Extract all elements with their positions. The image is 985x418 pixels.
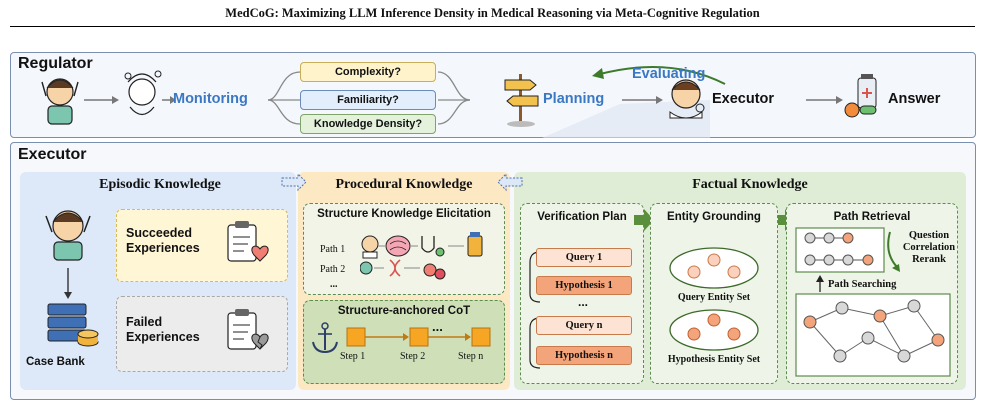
structure-cot-title: Structure-anchored CoT [337,305,471,317]
monitoring-label: Monitoring [173,91,248,107]
path-retrieval-graph [795,227,951,377]
planning-label: Planning [543,91,605,107]
stethoscope-icon [421,236,445,257]
verification-ellipsis: ... [578,295,589,309]
failed-experiences-label: Failed Experiences [126,315,200,344]
cot-ellipsis: ... [432,319,443,334]
anchor-icon [312,322,338,354]
clipboard-broken-heart-icon [227,309,269,350]
query-1-box: Query 1 [536,248,632,267]
episodic-title: Episodic Knowledge [99,177,221,192]
rerank-label: Question Correlation Rerank [902,230,956,265]
path-searching-label: Path Searching [828,279,897,290]
regulator-title: Regulator [18,55,93,72]
doctor-icon [361,235,379,259]
step-1-label: Step 1 [340,351,366,362]
path-retrieval-title: Path Retrieval [833,211,911,223]
exchange-arrow-icon [497,172,523,192]
step-2-label: Step 2 [400,351,426,362]
paper-title: MedCoG: Maximizing LLM Inference Density… [225,6,760,20]
procedural-title: Procedural Knowledge [335,177,473,192]
familiarity-box: Familiarity? [300,90,436,110]
green-arrow-1 [634,209,654,231]
hypothesis-entity-set-label: Hypothesis Entity Set [667,354,761,365]
medicine-bottle-icon [467,232,483,257]
thinking-person-icon [124,70,162,116]
verification-brackets [529,251,541,369]
hypothesis-1-box: Hypothesis 1 [536,276,632,295]
regulator-diagram [41,65,877,138]
dna-icon [389,259,401,277]
exchange-arrows [281,172,523,192]
clipboard-heart-icon [227,221,269,262]
evaluating-label: Evaluating [632,66,706,82]
title-rule [10,26,975,27]
hypothesis-n-box: Hypothesis n [536,346,632,365]
signpost-icon [504,74,539,127]
medicine-icon [844,74,877,118]
path-1-label: Path 1 [320,244,346,255]
executor-label: Executor [712,91,775,107]
brain-icon [385,235,411,257]
succeeded-experiences-label: Succeeded Experiences [126,226,200,255]
structure-elicitation-title: Structure Knowledge Elicitation [317,208,491,220]
query-entity-set-label: Query Entity Set [677,292,751,303]
succeeded-experiences-box [116,209,288,282]
knowledge-density-box: Knowledge Density? [300,114,436,134]
exchange-arrow-icon [281,172,307,192]
path-2-label: Path 2 [320,264,346,275]
path-ellipsis: ... [330,279,338,290]
doctor-icon [669,79,705,119]
step-n-label: Step n [458,351,484,362]
factual-title: Factual Knowledge [692,177,808,192]
answer-label: Answer [888,91,941,107]
cot-chain [312,322,491,354]
failed-experiences-box [116,296,288,372]
virus-icon [360,261,373,275]
verification-plan-title: Verification Plan [537,211,627,223]
pills-icon [423,263,446,280]
regulator-panel [10,52,976,138]
executor-title: Executor [18,146,87,163]
query-n-box: Query n [536,316,632,335]
medical-path-icons [360,232,483,280]
complexity-box: Complexity? [300,62,436,82]
database-icon [47,303,99,347]
case-bank-label: Case Bank [26,356,85,368]
stressed-person-icon [41,78,79,125]
stressed-person-icon [45,210,91,261]
entity-sets [669,247,759,351]
episodic-icons [45,210,99,347]
entity-grounding-box [650,203,778,384]
entity-grounding-title: Entity Grounding [667,211,761,223]
